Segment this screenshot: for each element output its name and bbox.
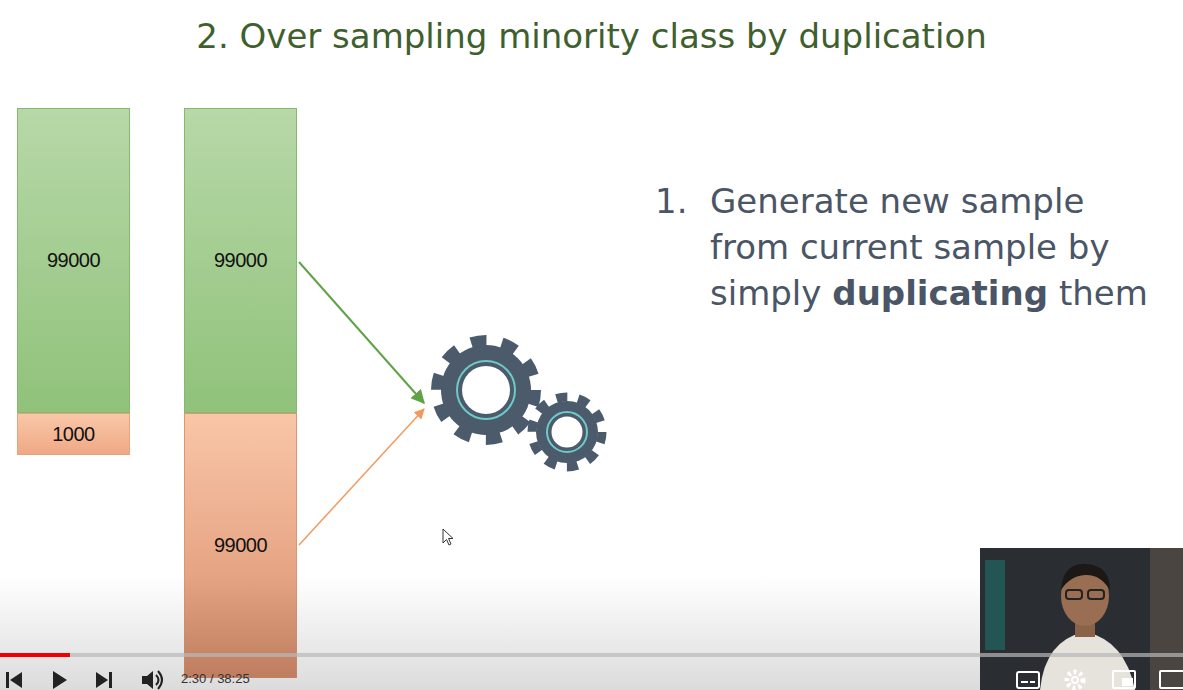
player-shade [0, 575, 1183, 690]
webcam-inset [980, 548, 1183, 690]
gear-large [437, 341, 535, 439]
minority-class-bar: 99000 [184, 413, 297, 678]
sample-count: 1000 [52, 423, 95, 446]
bullet-text-part: them [1059, 273, 1148, 313]
gear-small [532, 397, 602, 467]
slide-title: 2. Over sampling minority class by dupli… [0, 16, 1183, 56]
player-controls [6, 671, 162, 689]
sample-count: 99000 [214, 534, 267, 557]
video-timestamp: 2:30 / 38:25 [181, 671, 250, 686]
orange-arrow [299, 409, 424, 545]
sample-count: 99000 [47, 249, 100, 272]
majority-class-bar: 99000 [17, 108, 130, 413]
mouse-cursor [443, 529, 453, 545]
minority-class-bar: 1000 [17, 413, 130, 455]
majority-class-bar: 99000 [184, 108, 297, 413]
bullet-text: Generate new sample from current sample … [710, 178, 1165, 316]
progress-track [0, 653, 1183, 657]
sample-count: 99000 [214, 249, 267, 272]
green-arrow [299, 262, 424, 403]
emphasis-word: duplicating [832, 273, 1048, 313]
list-number: 1. [655, 178, 687, 224]
progress-played [0, 653, 70, 657]
player-right-controls [1017, 671, 1183, 688]
